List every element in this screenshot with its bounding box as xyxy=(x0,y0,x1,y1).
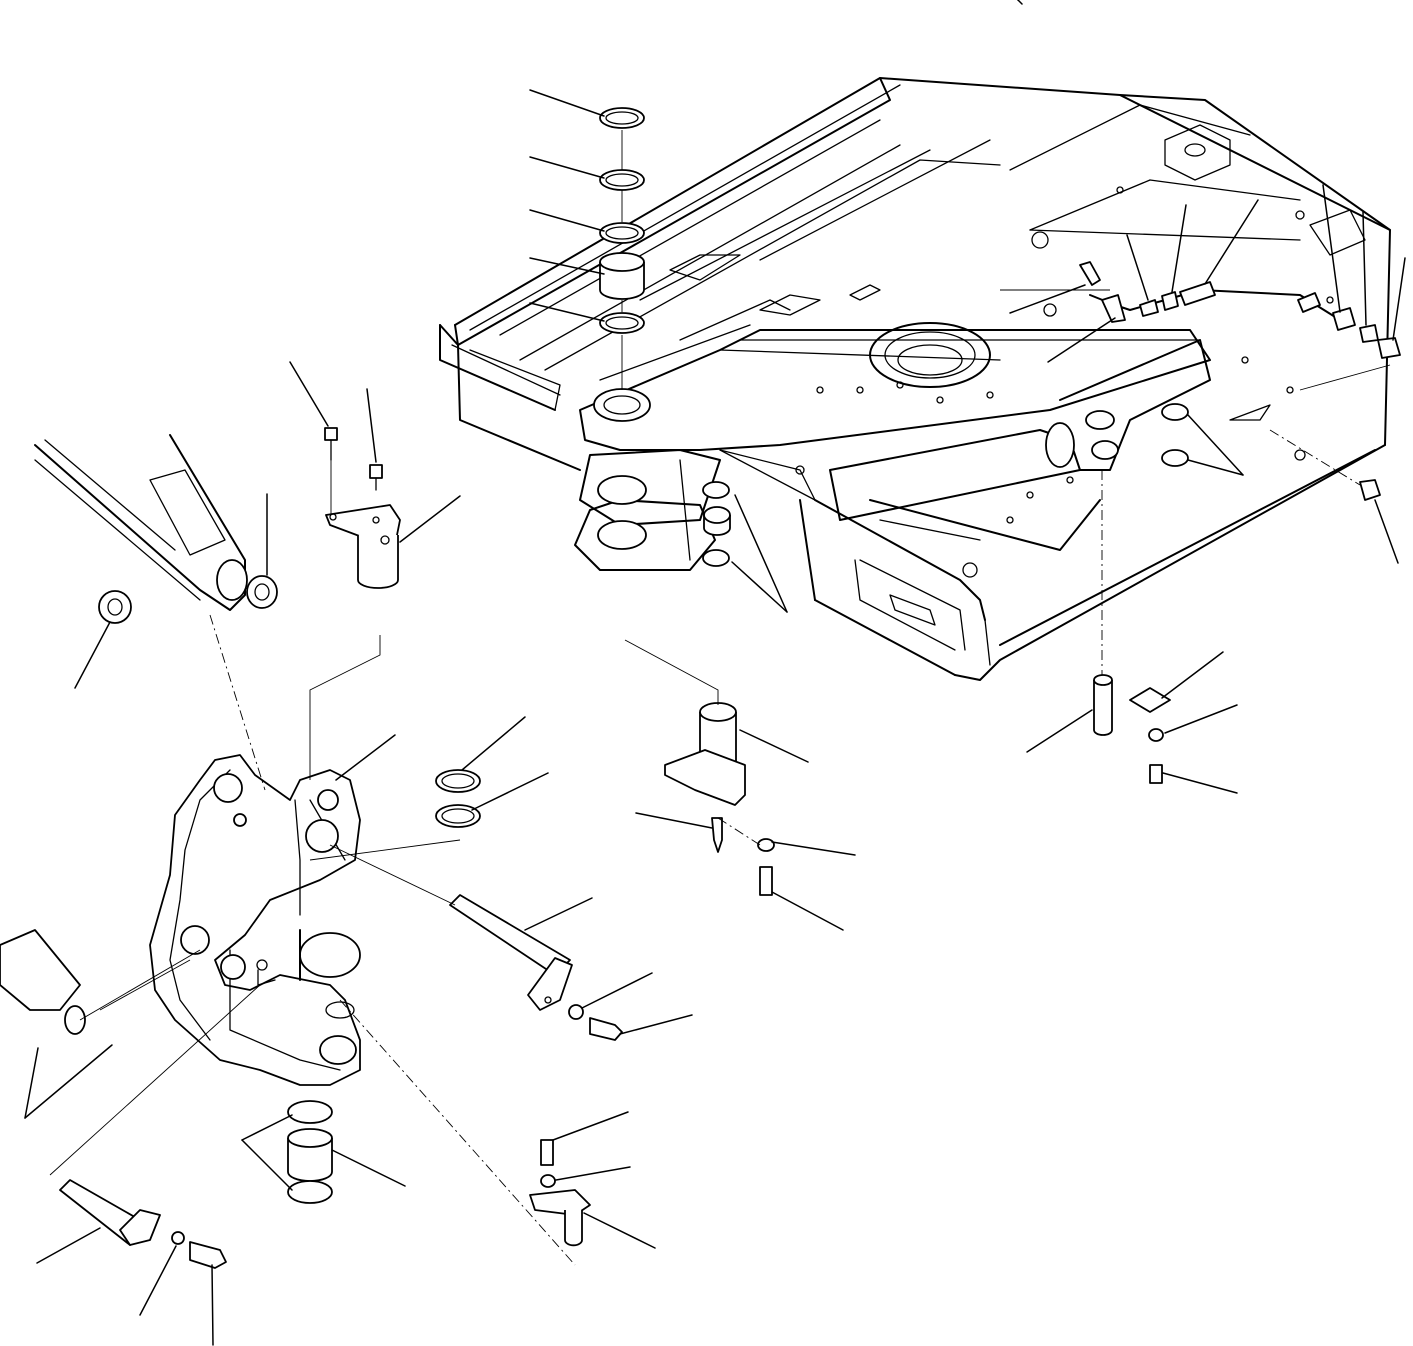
pin-right xyxy=(1093,674,1171,784)
pin-with-plate-top xyxy=(324,427,401,589)
phantom-lines xyxy=(49,289,1391,1266)
bushing-center xyxy=(702,481,731,567)
pin-flange-center xyxy=(664,702,775,896)
leader-lines xyxy=(24,0,1406,1346)
seal-ring-stack-top xyxy=(593,107,651,550)
seal-rings-mid xyxy=(435,769,481,828)
pin-bottom-left xyxy=(59,1179,227,1269)
pin-bottom-center xyxy=(529,1139,591,1247)
pin-long-mid xyxy=(449,894,623,1041)
frame-structure xyxy=(439,77,1391,681)
top-edge-mark xyxy=(1017,0,1023,5)
washers-boom xyxy=(98,575,278,624)
boom-arm xyxy=(34,434,248,611)
pipe-fittings-right xyxy=(1079,261,1401,501)
bushing-bottom xyxy=(287,1100,333,1204)
swing-bracket xyxy=(149,754,361,1086)
cylinder-left xyxy=(0,929,201,1035)
